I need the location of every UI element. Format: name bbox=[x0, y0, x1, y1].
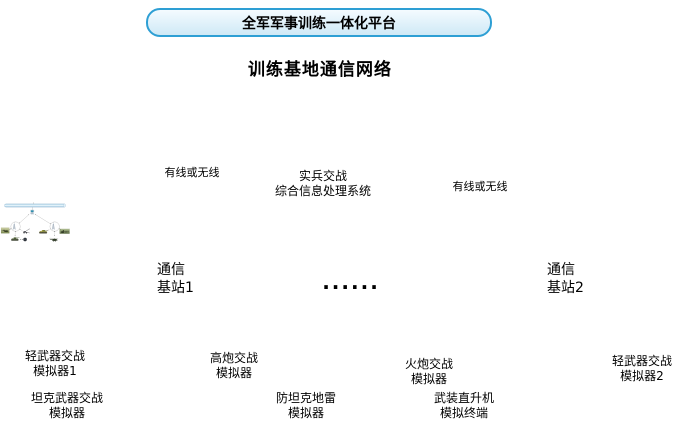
arrow-station1-lightweapon1 bbox=[9, 228, 12, 230]
link-label-right: 有线或无线 bbox=[452, 180, 508, 193]
platform-title: 全军军事训练一体化平台 bbox=[242, 15, 396, 32]
soldier-photo-2 bbox=[59, 228, 70, 234]
mine-photo bbox=[23, 237, 27, 242]
platform-title-box: 全军军事训练一体化平台 bbox=[146, 8, 492, 37]
helicopter-photo bbox=[49, 238, 59, 242]
label-antitank-mine-sim: 防坦克地雷 模拟器 bbox=[275, 391, 336, 420]
stations-ellipsis: ...... bbox=[322, 270, 380, 294]
label-aa-gun-sim: 高炮交战 模拟器 bbox=[209, 351, 258, 380]
arrow-station1-aagun bbox=[19, 229, 24, 232]
artillery-photo bbox=[39, 229, 48, 234]
station2-label: 通信 基站2 bbox=[547, 262, 584, 297]
network-pipe-title: 训练基地通信网络 bbox=[248, 60, 392, 80]
network-pipe bbox=[4, 203, 66, 208]
label-artillery-sim: 火炮交战 模拟器 bbox=[404, 357, 453, 386]
arrow-station2-lightweapon2 bbox=[58, 228, 62, 230]
label-light-weapon-sim-2: 轻武器交战 模拟器2 bbox=[611, 354, 672, 383]
label-tank-weapon-sim: 坦克武器交战 模拟器 bbox=[30, 391, 103, 420]
label-light-weapon-sim-1: 轻武器交战 模拟器1 bbox=[24, 349, 85, 378]
arrow-station2-artillery bbox=[47, 228, 51, 231]
arrow-computer-station1 bbox=[19, 214, 30, 224]
label-helicopter-terminal: 武装直升机 模拟终端 bbox=[433, 391, 494, 420]
soldier-photo-1 bbox=[0, 227, 10, 234]
tank-photo bbox=[11, 237, 20, 241]
processing-system-label: 实兵交战 综合信息处理系统 bbox=[274, 169, 371, 198]
link-label-left: 有线或无线 bbox=[164, 166, 220, 179]
aa-gun-photo bbox=[23, 228, 30, 234]
station1-node bbox=[10, 221, 21, 232]
station1-label: 通信 基站1 bbox=[157, 262, 194, 297]
station2-node bbox=[49, 221, 60, 232]
computer-icon bbox=[30, 209, 35, 215]
arrow-computer-station2 bbox=[35, 214, 51, 225]
